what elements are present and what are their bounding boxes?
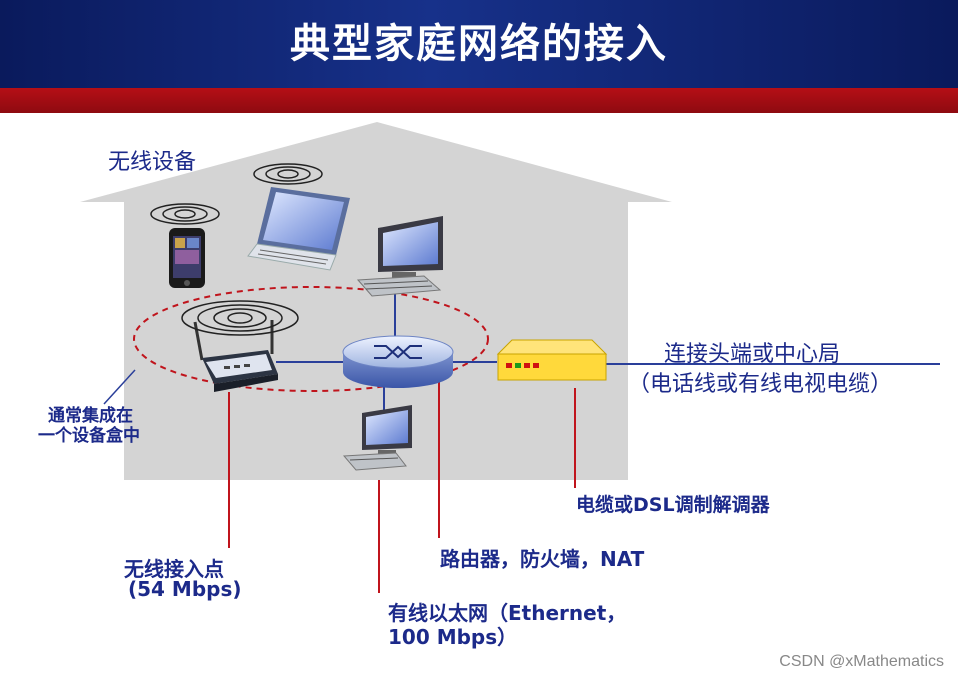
integration-ellipse <box>133 286 489 392</box>
slide-red-band <box>0 88 958 113</box>
integrated-box-line1: 通常集成在 <box>48 406 133 426</box>
desktop-computer-icon-lower <box>342 405 412 471</box>
slide-title: 典型家庭网络的接入 <box>290 21 668 67</box>
integrated-box-line2: 一个设备盒中 <box>38 426 140 446</box>
wireless-devices-label: 无线设备 <box>108 150 197 175</box>
ethernet-label-line1: 有线以太网（Ethernet， <box>388 601 627 625</box>
watermark: CSDN @xMathematics <box>779 653 944 670</box>
access-point-signal-icon <box>181 300 299 336</box>
smartphone-icon <box>169 228 205 288</box>
wireless-access-point-icon <box>193 320 278 392</box>
pointer-integrated <box>103 369 136 405</box>
laptop-icon <box>247 187 350 271</box>
modem-label: 电缆或DSL调制解调器 <box>576 494 770 516</box>
headend-label-line1: 连接头端或中心局 <box>664 342 841 367</box>
laptop-signal-icon <box>253 163 323 185</box>
access-point-label-line2: (54 Mbps) <box>128 577 242 601</box>
router-icon <box>342 335 454 388</box>
slide-header-bar <box>0 0 958 88</box>
ethernet-label-line2: 100 Mbps） <box>388 625 518 649</box>
router-label: 路由器，防火墙，NAT <box>440 547 645 571</box>
headend-label-line2: （电话线或有线电视电缆） <box>628 372 893 397</box>
access-point-label-line1: 无线接入点 <box>124 557 224 581</box>
phone-signal-icon <box>150 203 220 225</box>
desktop-computer-icon <box>356 216 443 297</box>
modem-icon <box>496 339 608 381</box>
integrated-box-label: 通常集成在 一个设备盒中 <box>38 406 140 446</box>
house-shape <box>80 122 672 480</box>
